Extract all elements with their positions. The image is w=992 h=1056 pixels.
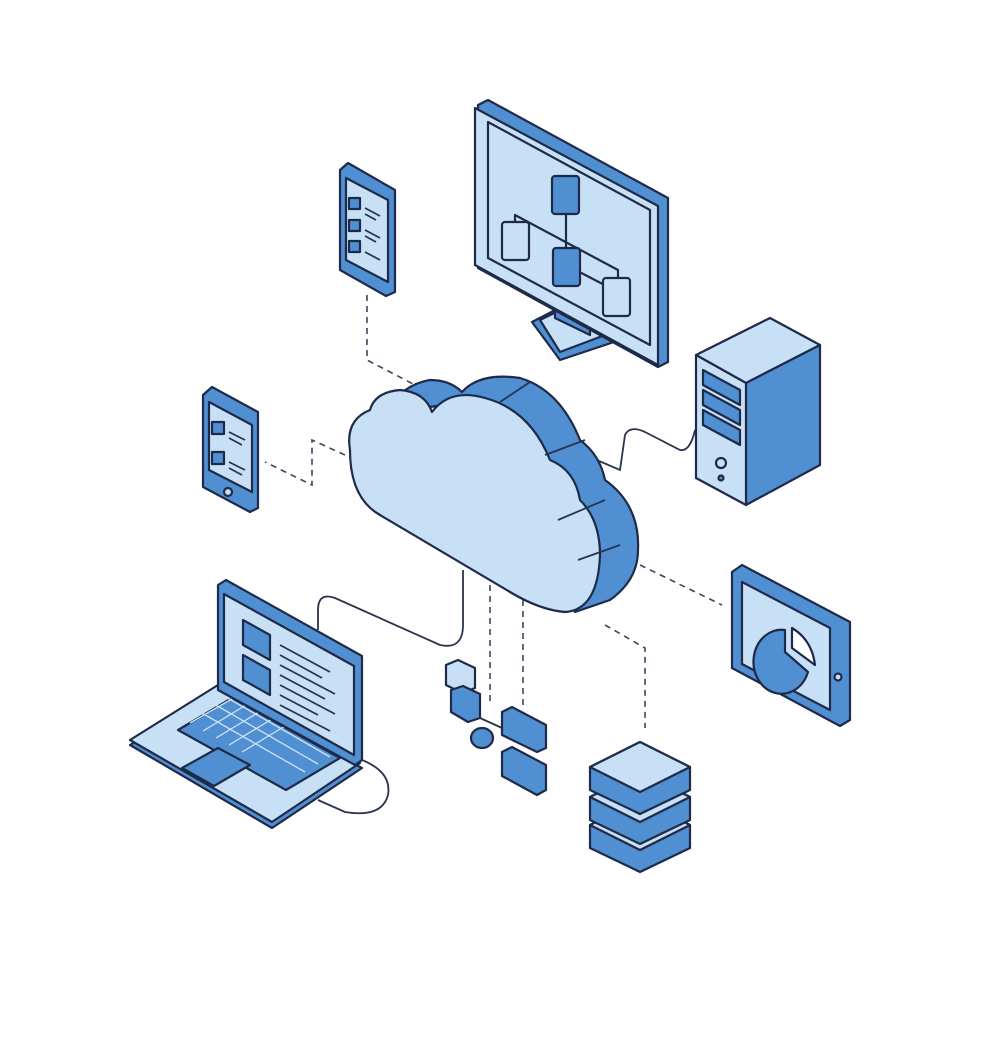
connector-tower — [584, 428, 696, 472]
tablet-icon — [730, 563, 852, 728]
cloud-icon — [348, 375, 640, 614]
pie-chart-on-screen — [752, 626, 817, 695]
desktop-monitor-icon — [473, 98, 670, 369]
laptop-icon — [128, 578, 364, 830]
server-tower-icon — [694, 316, 822, 507]
connector-tablet — [639, 564, 723, 606]
connector-database — [604, 624, 646, 728]
components-icon — [444, 658, 548, 797]
connector-laptop — [317, 570, 464, 647]
flowchart-on-screen — [500, 174, 632, 318]
laptop-cable — [317, 759, 390, 815]
connectors — [264, 295, 723, 815]
database-icon — [588, 740, 692, 874]
connector-phone-top — [366, 295, 416, 386]
smartphone-icon — [201, 385, 260, 514]
connector-phone-left — [264, 438, 346, 487]
smartphone-icon — [338, 161, 397, 298]
